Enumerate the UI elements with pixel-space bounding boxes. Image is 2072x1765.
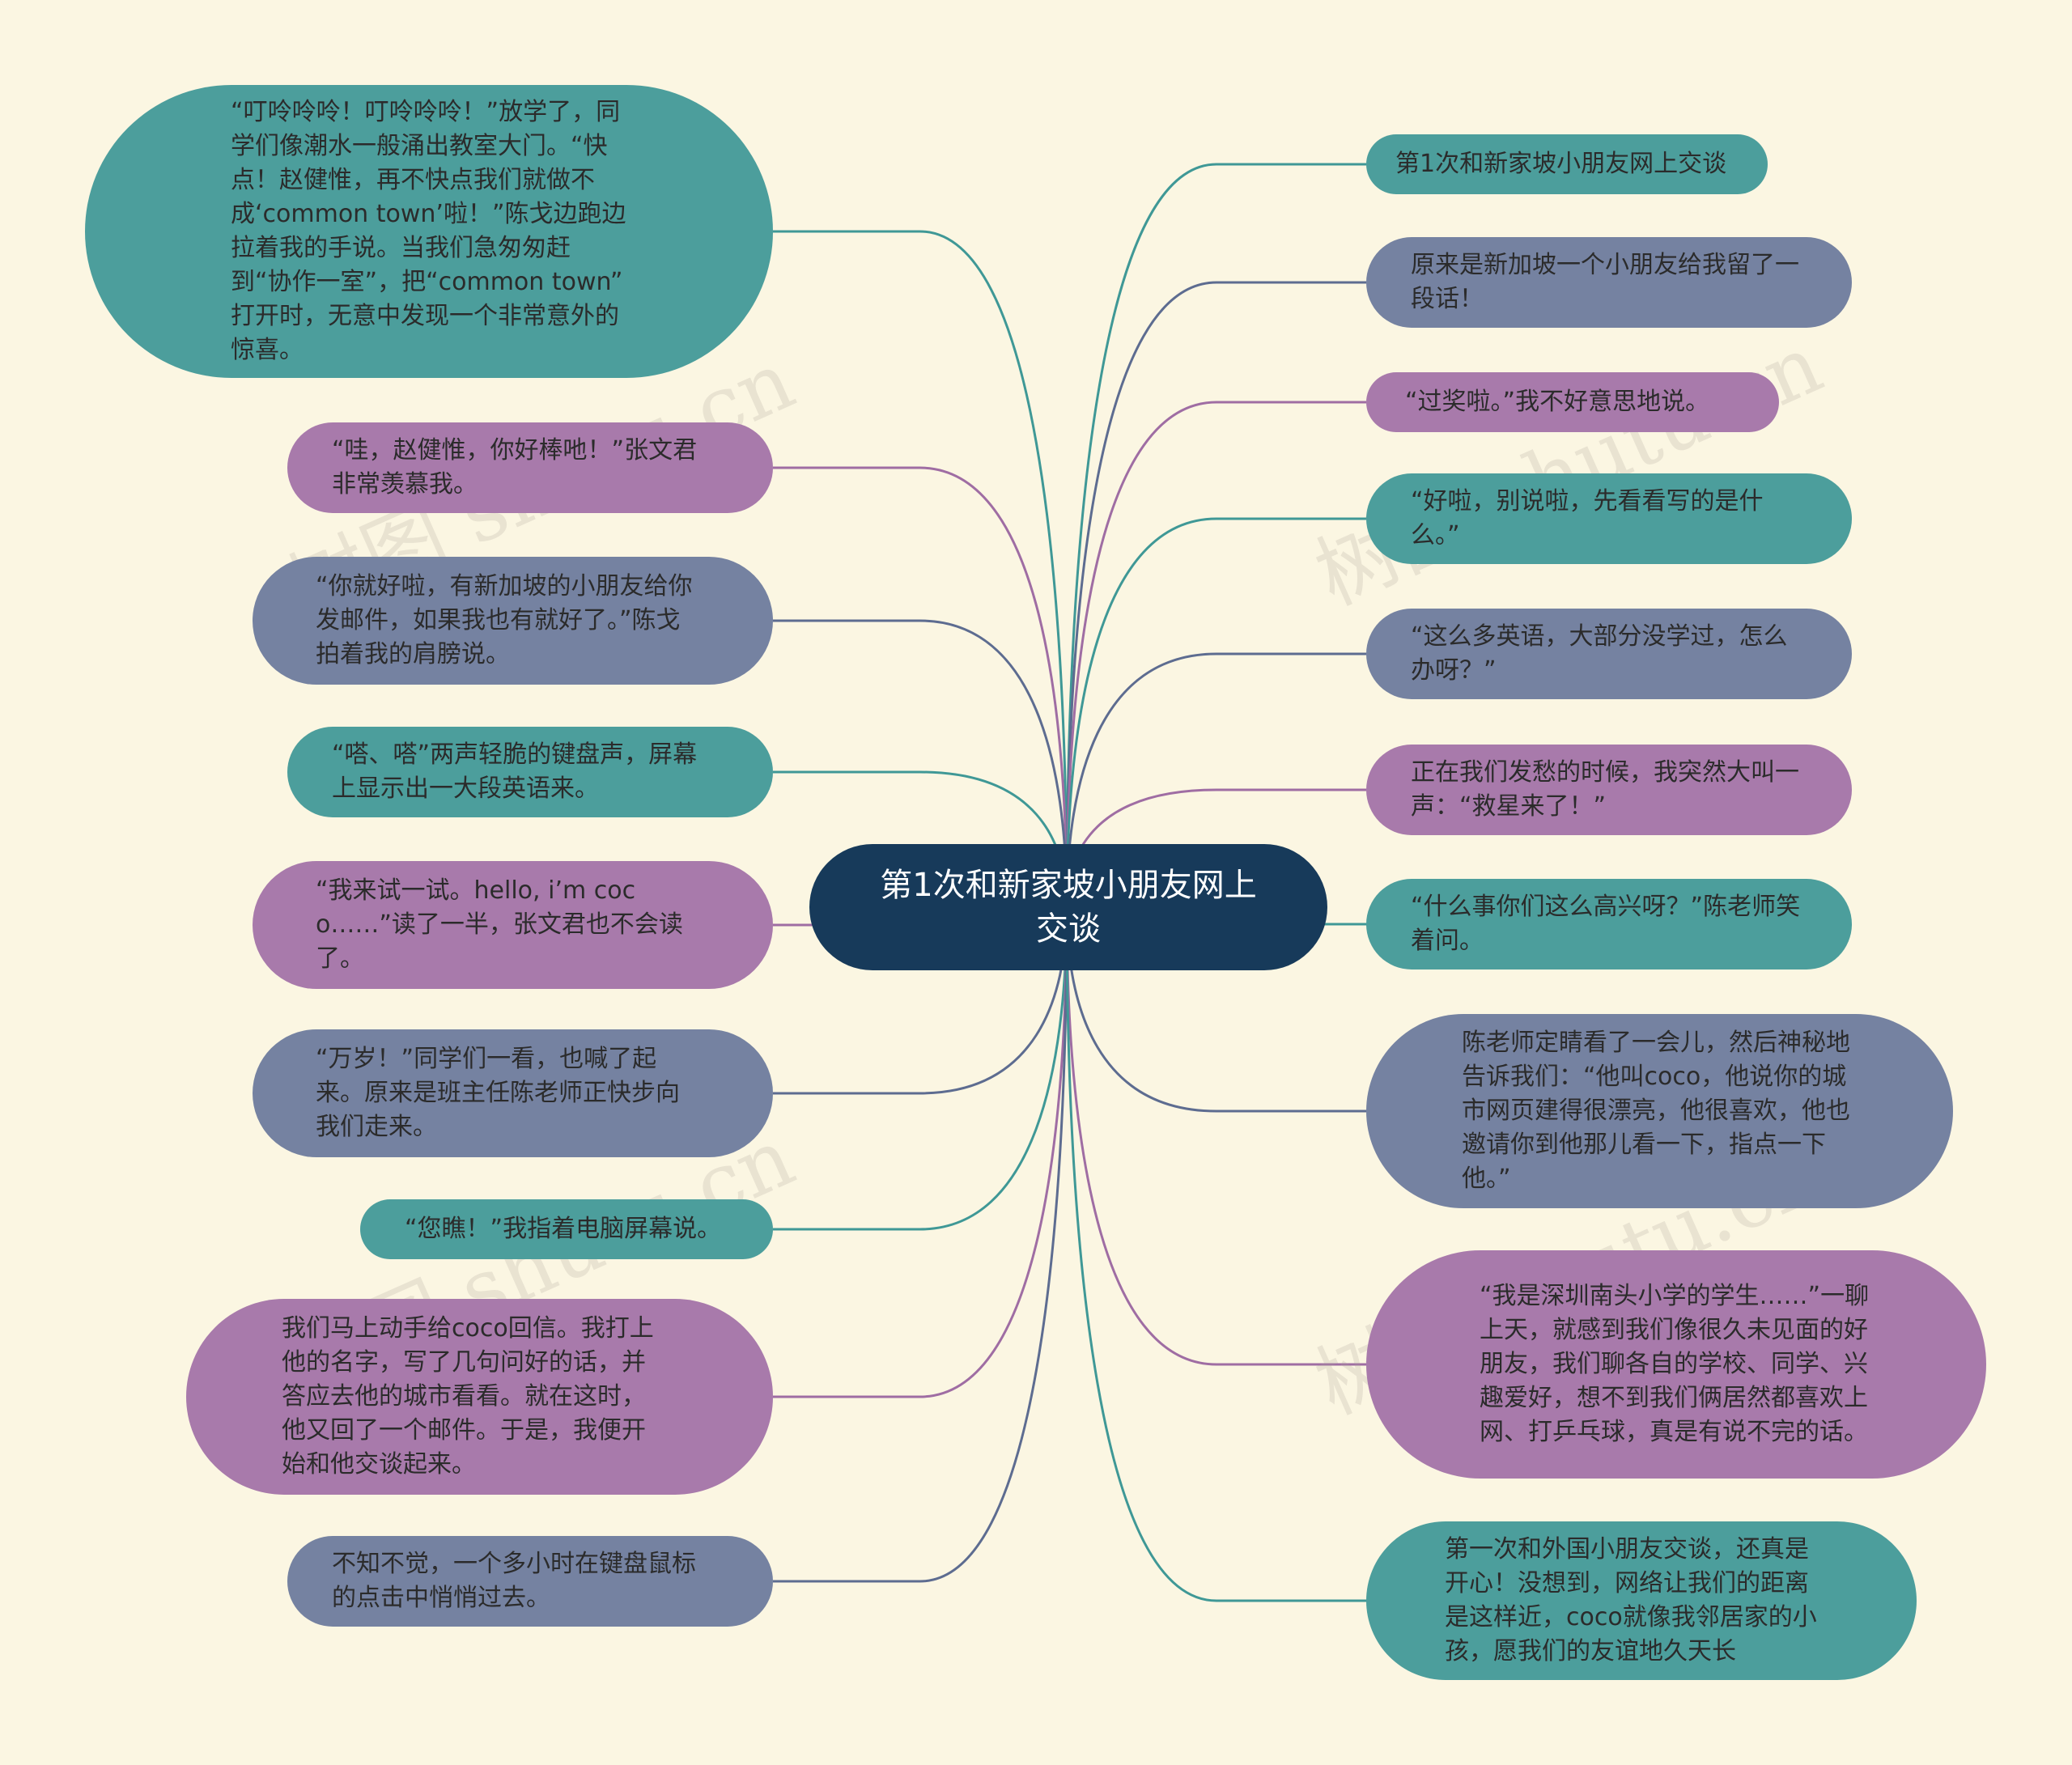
- node-text: “您瞧！”我指着电脑屏幕说。: [405, 1215, 722, 1243]
- node-text: “万岁！”同学们一看，也喊了起来。原来是班主任陈老师正快步向我们走来。: [316, 1045, 680, 1141]
- right-node-5[interactable]: “这么多英语，大部分没学过，怎么办呀？”: [1366, 609, 1852, 699]
- node-text: 第一次和外国小朋友交谈，还真是开心！没想到，网络让我们的距离是这样近，coco就…: [1445, 1535, 1817, 1665]
- connector-left-9: [773, 906, 1068, 1583]
- node-text: 陈老师定睛看了一会儿，然后神秘地告诉我们：“他叫coco，他说你的城市网页建得很…: [1462, 1029, 1850, 1193]
- connector-right-1: [1065, 163, 1366, 908]
- node-text: “这么多英语，大部分没学过，怎么办呀？”: [1411, 622, 1788, 685]
- connector-left-8: [773, 906, 1068, 1398]
- left-node-6[interactable]: “万岁！”同学们一看，也喊了起来。原来是班主任陈老师正快步向我们走来。: [253, 1029, 773, 1157]
- node-text: “嗒、嗒”两声轻脆的键盘声，屏幕上显示出一大段英语来。: [332, 740, 698, 803]
- node-text: “你就好啦，有新加坡的小朋友给你发邮件，如果我也有就好了。”陈戈拍着我的肩膀说。: [316, 572, 693, 668]
- node-text: “好啦，别说啦，先看看写的是什么。”: [1411, 487, 1764, 549]
- connector-left-2: [773, 466, 1068, 908]
- right-node-3[interactable]: “过奖啦。”我不好意思地说。: [1366, 372, 1779, 432]
- connector-right-2: [1065, 281, 1366, 908]
- node-text: 我们马上动手给coco回信。我打上他的名字，写了几句问好的话，并答应去他的城市看…: [282, 1314, 654, 1479]
- connector-right-9: [1065, 906, 1366, 1366]
- left-node-4[interactable]: “嗒、嗒”两声轻脆的键盘声，屏幕上显示出一大段英语来。: [287, 727, 773, 817]
- right-node-9[interactable]: “我是深圳南头小学的学生……”一聊上天，就感到我们像很久未见面的好朋友，我们聊各…: [1366, 1250, 1986, 1479]
- right-node-7[interactable]: “什么事你们这么高兴呀？”陈老师笑着问。: [1366, 879, 1852, 969]
- left-node-7[interactable]: “您瞧！”我指着电脑屏幕说。: [360, 1199, 773, 1259]
- node-text: “叮呤呤呤！叮呤呤呤！”放学了，同学们像潮水一般涌出教室大门。“快点！赵健惟，再…: [231, 98, 626, 364]
- connector-right-8: [1065, 906, 1366, 1113]
- connector-left-1: [773, 230, 1068, 908]
- left-node-5[interactable]: “我来试一试。hello, i’m coco……”读了一半，张文君也不会读了。: [253, 861, 773, 989]
- right-node-2[interactable]: 原来是新加坡一个小朋友给我留了一段话！: [1366, 237, 1852, 328]
- right-node-1[interactable]: 第1次和新家坡小朋友网上交谈: [1366, 134, 1768, 194]
- left-node-9[interactable]: 不知不觉，一个多小时在键盘鼠标的点击中悄悄过去。: [287, 1536, 773, 1627]
- right-node-10[interactable]: 第一次和外国小朋友交谈，还真是开心！没想到，网络让我们的距离是这样近，coco就…: [1366, 1521, 1917, 1680]
- node-text: “过奖啦。”我不好意思地说。: [1405, 388, 1710, 416]
- connector-right-3: [1065, 401, 1367, 908]
- connector-right-5: [1065, 652, 1366, 908]
- left-node-2[interactable]: “哇，赵健惟，你好棒吔！”张文君非常羡慕我。: [287, 422, 773, 513]
- root-node[interactable]: 第1次和新家坡小朋友网上交谈: [809, 844, 1327, 970]
- connector-right-10: [1065, 906, 1366, 1602]
- connector-left-7: [773, 906, 1068, 1231]
- connector-right-4: [1065, 517, 1366, 908]
- right-node-4[interactable]: “好啦，别说啦，先看看写的是什么。”: [1366, 473, 1852, 564]
- root-label: 第1次和新家坡小朋友网上交谈: [880, 867, 1257, 948]
- left-node-1[interactable]: “叮呤呤呤！叮呤呤呤！”放学了，同学们像潮水一般涌出教室大门。“快点！赵健惟，再…: [85, 85, 773, 378]
- right-node-8[interactable]: 陈老师定睛看了一会儿，然后神秘地告诉我们：“他叫coco，他说你的城市网页建得很…: [1366, 1014, 1953, 1208]
- node-text: “什么事你们这么高兴呀？”陈老师笑着问。: [1411, 893, 1801, 955]
- right-node-6[interactable]: 正在我们发愁的时候，我突然大叫一声：“救星来了！”: [1366, 745, 1852, 835]
- node-text: “哇，赵健惟，你好棒吔！”张文君非常羡慕我。: [332, 436, 698, 499]
- connector-left-6: [773, 906, 1068, 1095]
- left-node-8[interactable]: 我们马上动手给coco回信。我打上他的名字，写了几句问好的话，并答应去他的城市看…: [186, 1299, 773, 1495]
- left-node-3[interactable]: “你就好啦，有新加坡的小朋友给你发邮件，如果我也有就好了。”陈戈拍着我的肩膀说。: [253, 557, 773, 685]
- node-text: “我来试一试。hello, i’m coco……”读了一半，张文君也不会读了。: [316, 876, 683, 973]
- node-text: 不知不觉，一个多小时在键盘鼠标的点击中悄悄过去。: [332, 1550, 696, 1612]
- node-text: “我是深圳南头小学的学生……”一聊上天，就感到我们像很久未见面的好朋友，我们聊各…: [1480, 1282, 1870, 1446]
- node-text: 正在我们发愁的时候，我突然大叫一声：“救星来了！”: [1411, 758, 1799, 821]
- node-text: 原来是新加坡一个小朋友给我留了一段话！: [1411, 251, 1799, 313]
- connector-left-3: [773, 619, 1068, 908]
- node-text: 第1次和新家坡小朋友网上交谈: [1395, 150, 1727, 178]
